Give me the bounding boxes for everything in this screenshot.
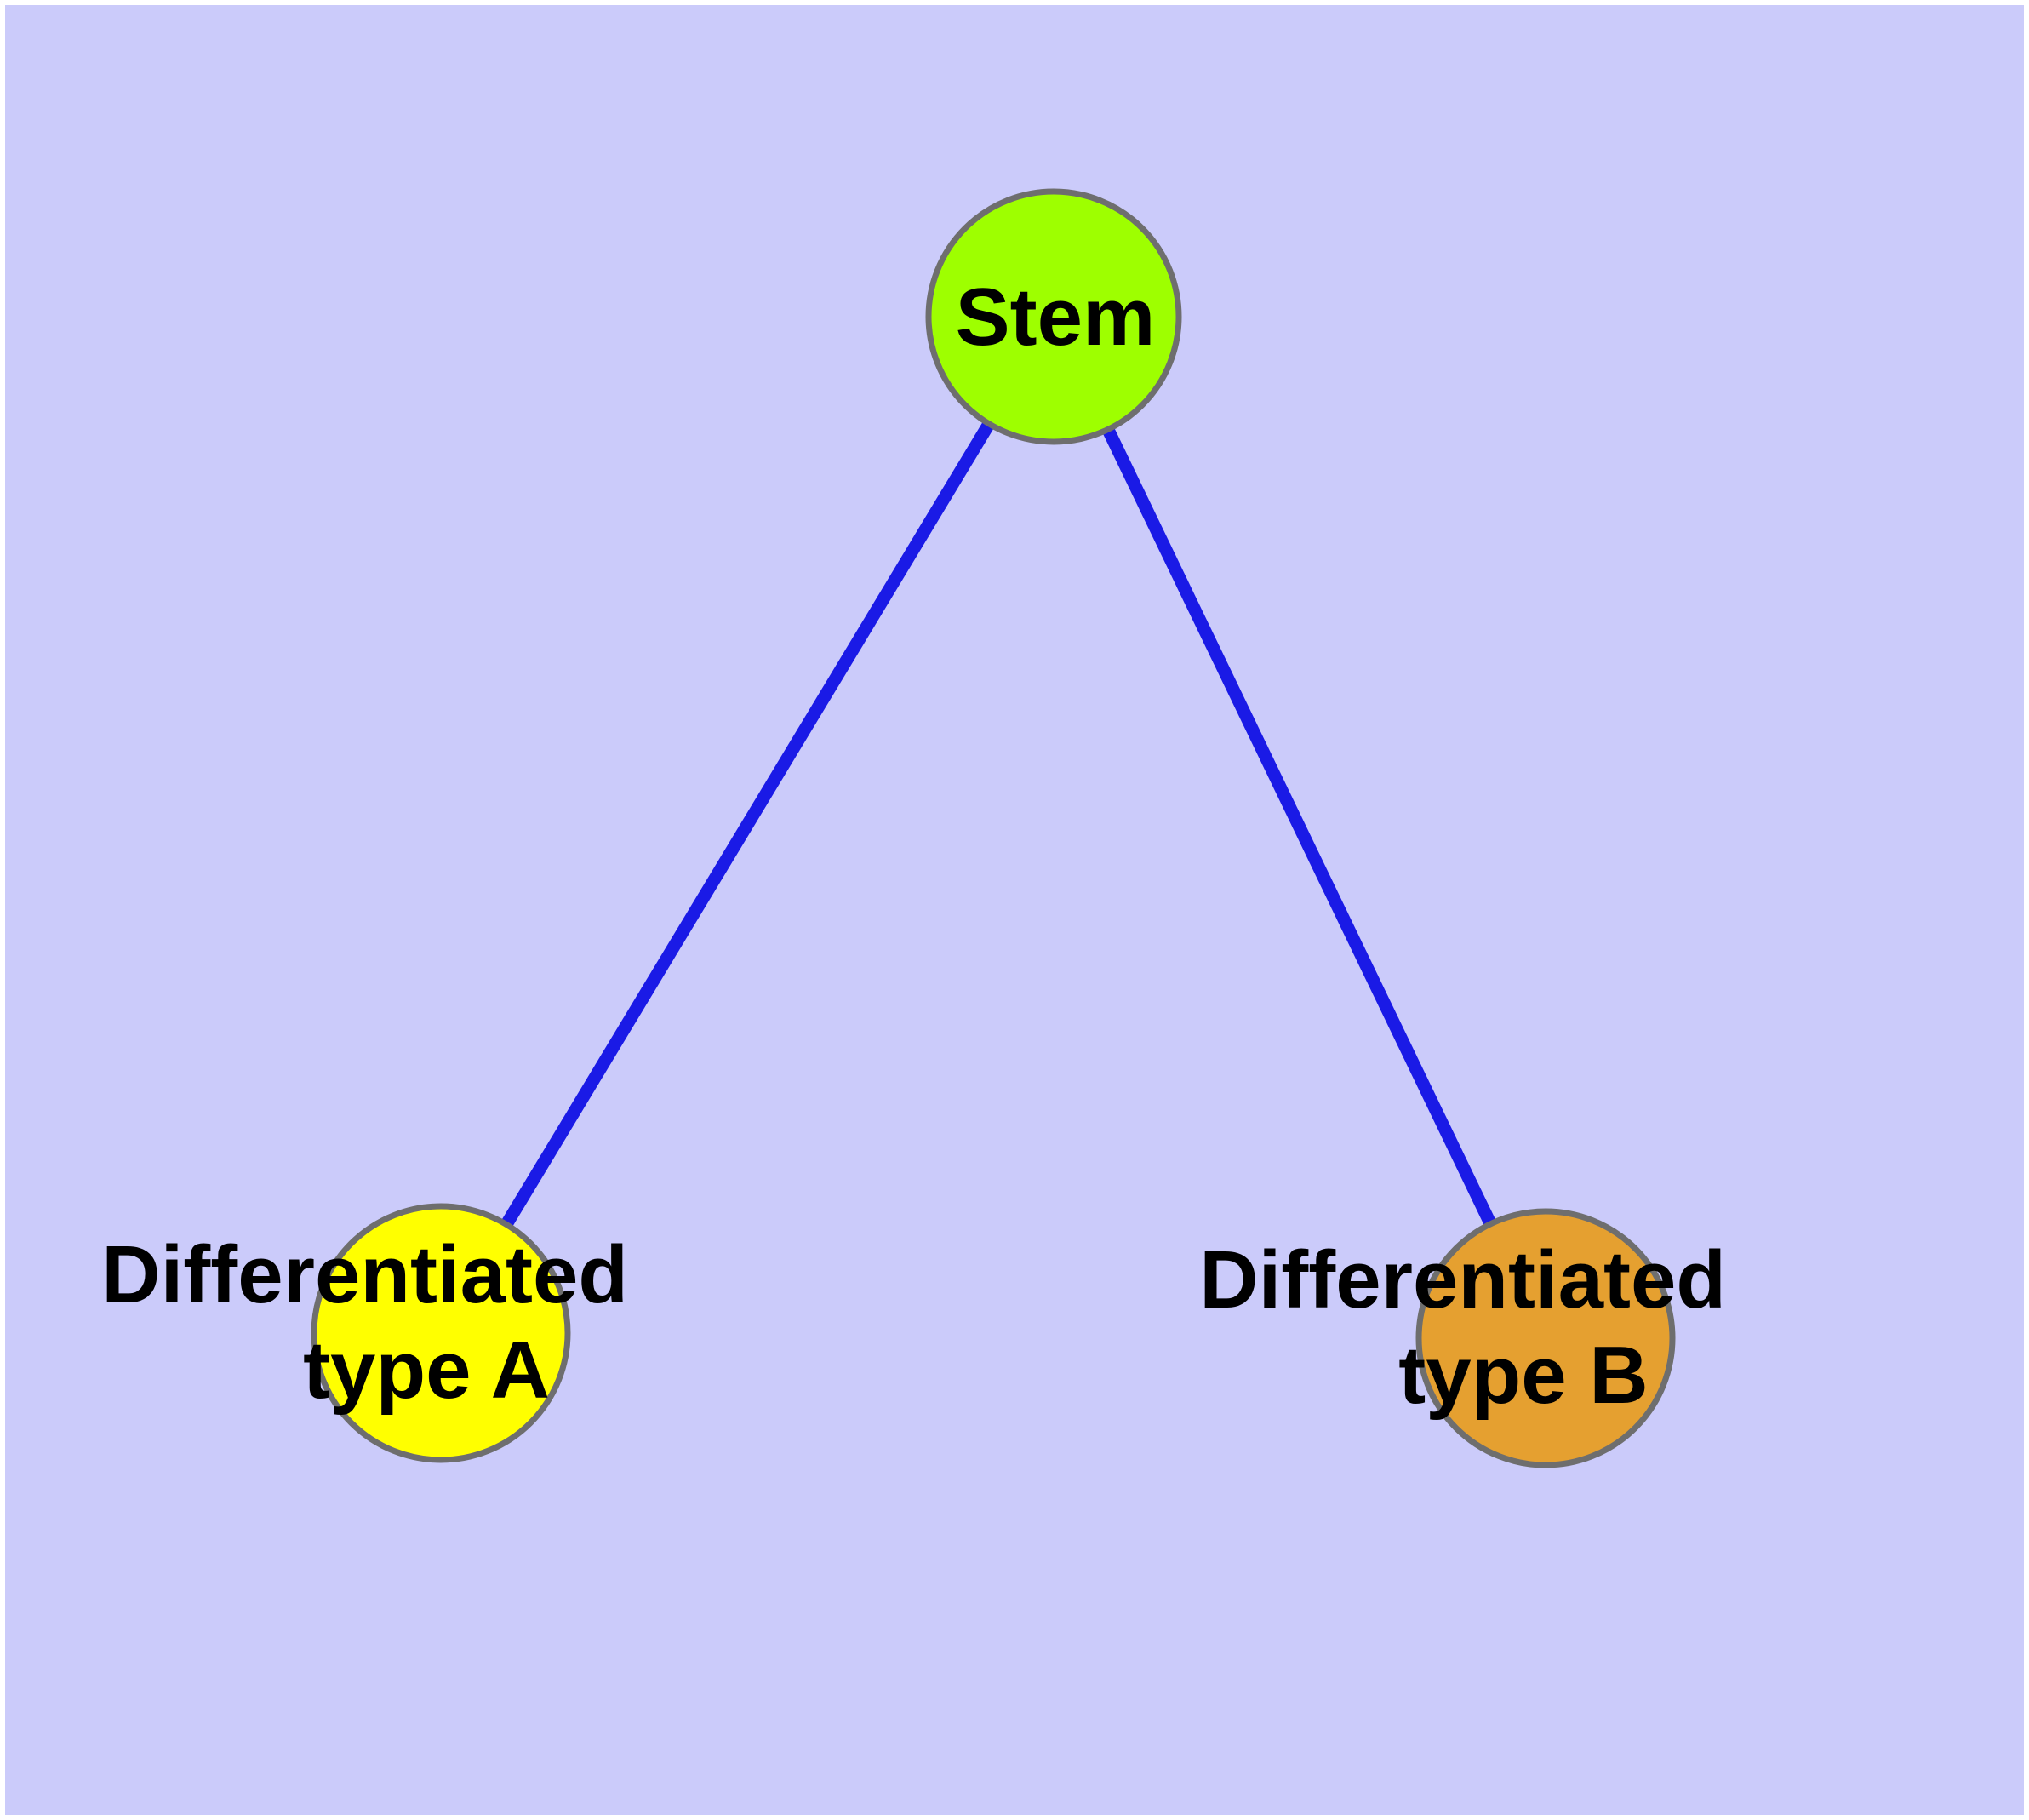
node-stem-circle[interactable] [925, 188, 1182, 445]
node-diff-a-label: Differentiated type A [101, 1229, 650, 1416]
node-stem-label-line-1: Stem [956, 272, 1156, 363]
node-diff-b-circle[interactable] [1415, 1208, 1676, 1468]
node-diff-b-label-line-1: Differentiated [1199, 1234, 1726, 1325]
label-layer: Stem Differentiated type A Differentiate… [101, 272, 1748, 1422]
node-diff-b[interactable] [1415, 1208, 1676, 1468]
edge-stem-to-diff-b[interactable] [1048, 313, 1552, 1342]
edge-stem-to-diff-a[interactable] [435, 313, 1060, 1336]
node-stem-label: Stem [956, 272, 1156, 363]
node-diff-b-label: Differentiated type B [1199, 1234, 1748, 1421]
node-layer [311, 188, 1676, 1468]
node-stem[interactable] [925, 188, 1182, 445]
node-diff-a[interactable] [311, 1203, 571, 1463]
edge-layer [435, 313, 1552, 1342]
node-diff-b-label-line-2: type B [1398, 1330, 1648, 1421]
node-diff-a-label-line-2: type A [303, 1325, 550, 1416]
node-diff-a-label-line-1: Differentiated [101, 1229, 628, 1320]
node-diff-a-circle[interactable] [311, 1203, 571, 1463]
